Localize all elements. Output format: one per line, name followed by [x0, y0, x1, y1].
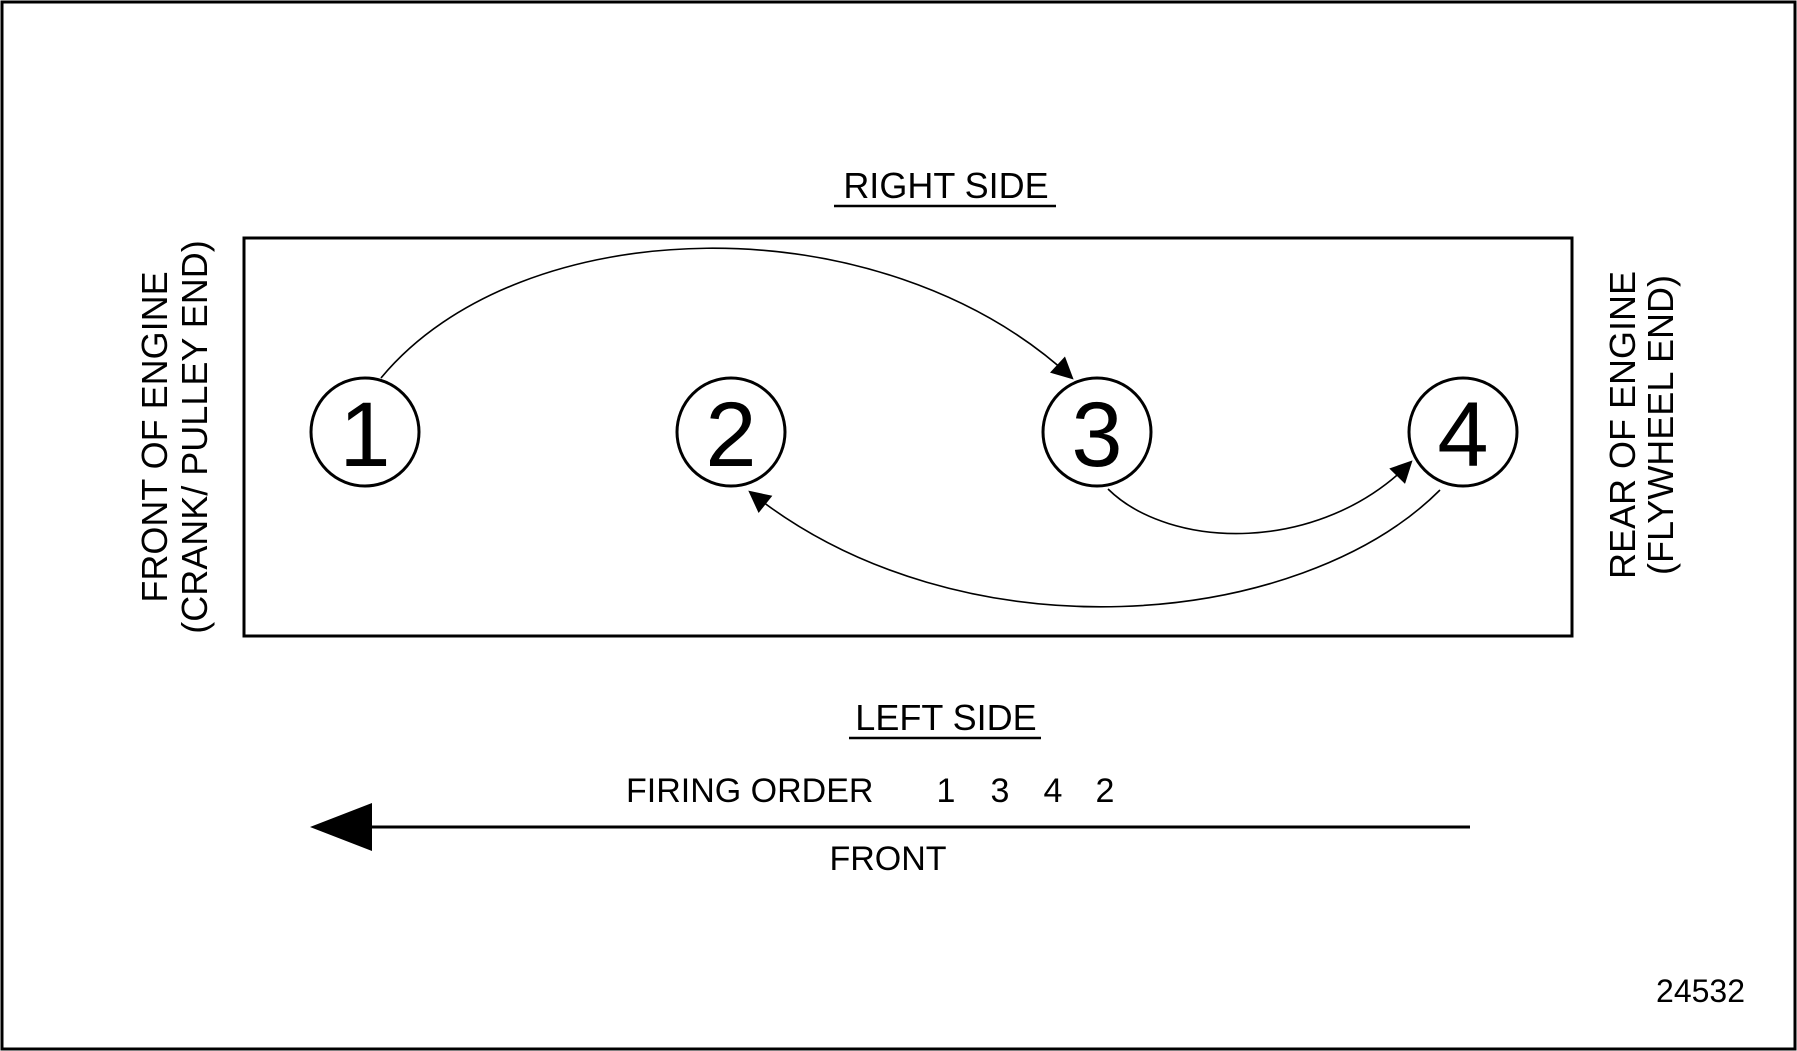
rear-end-label: REAR OF ENGINE (FLYWHEEL END): [1602, 271, 1681, 579]
front-end-label-line2: (CRANK/ PULLEY END): [174, 240, 215, 633]
firing-order-item-2: 3: [991, 772, 1010, 810]
cylinder-3: 3: [1041, 376, 1153, 488]
right-side-label: RIGHT SIDE: [843, 165, 1048, 206]
front-direction-label: FRONT: [829, 840, 946, 878]
cylinder-4: 4: [1407, 376, 1519, 488]
rear-end-label-line2: (FLYWHEEL END): [1640, 275, 1681, 575]
cylinder-4-number: 4: [1437, 384, 1488, 486]
front-end-label: FRONT OF ENGINE (CRANK/ PULLEY END): [134, 240, 215, 633]
arrow-1-to-3: [380, 247, 1074, 380]
firing-order-label: FIRING ORDER: [626, 772, 873, 810]
rear-end-label-line1: REAR OF ENGINE: [1602, 271, 1643, 579]
arrow-3-to-4: [1107, 460, 1413, 535]
front-end-label-line1: FRONT OF ENGINE: [134, 271, 175, 602]
left-side-label: LEFT SIDE: [855, 697, 1036, 738]
front-direction-arrowhead-icon: [310, 803, 372, 851]
firing-order-item-3: 4: [1044, 772, 1063, 810]
firing-order-item-4: 2: [1096, 772, 1115, 810]
cylinder-2-number: 2: [705, 384, 756, 486]
firing-order-sequence: 1 3 4 2: [937, 772, 1115, 810]
cylinder-1-number: 1: [339, 384, 390, 486]
arrow-4-to-2: [748, 489, 1441, 608]
engine-block: [242, 236, 1574, 638]
figure-id: 24532: [1656, 973, 1745, 1009]
cylinder-2: 2: [675, 376, 787, 488]
cylinder-1: 1: [309, 376, 421, 488]
cylinder-3-number: 3: [1071, 384, 1122, 486]
firing-order-item-1: 1: [937, 772, 956, 810]
